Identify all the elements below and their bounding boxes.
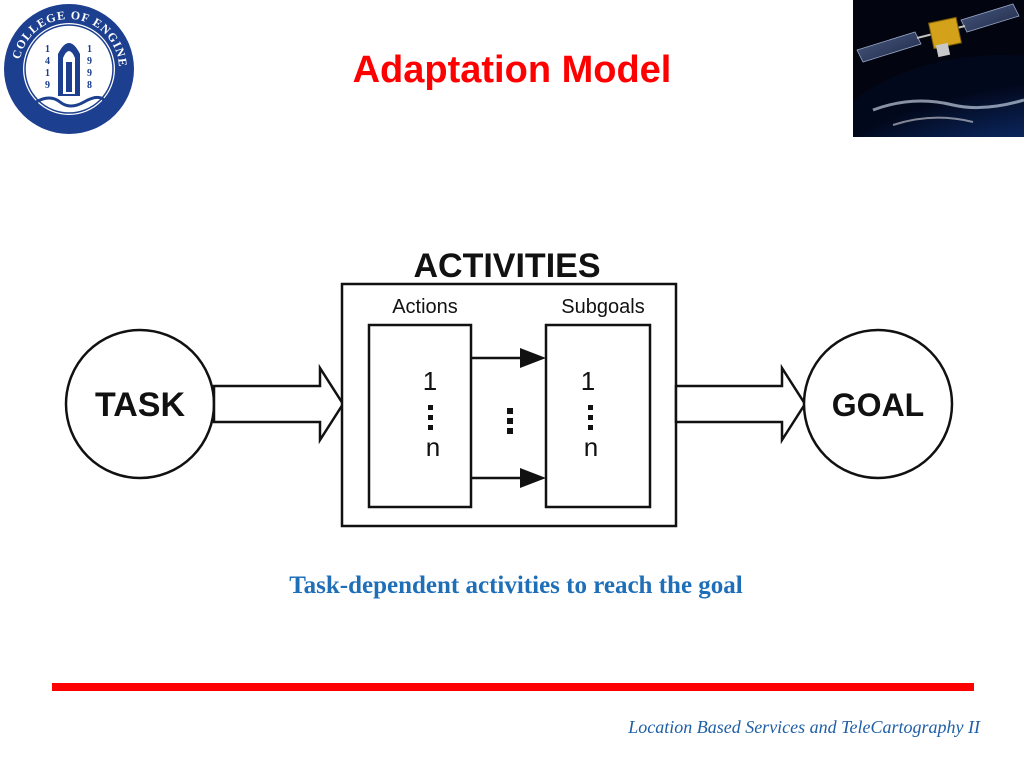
- actions-last-index: n: [426, 432, 440, 462]
- logo-year-left-digit: 1: [45, 68, 50, 79]
- goal-label: GOAL: [832, 387, 924, 423]
- action-to-subgoal-arrow: [471, 348, 546, 368]
- logo-year-right-digit: 1: [87, 44, 92, 55]
- subgoals-last-index: n: [584, 432, 598, 462]
- actions-box: [367, 323, 473, 509]
- logo-year-right-digit: 9: [87, 68, 92, 79]
- subgoals-vertical-ellipsis-icon: [588, 405, 593, 430]
- satellite-image: [853, 0, 1024, 137]
- adaptation-diagram: TASK ACTIVITIES Actions Subgoals 1 n 1 n: [64, 247, 954, 528]
- logo-year-left-digit: 4: [45, 56, 50, 67]
- task-to-activities-arrow: [212, 363, 345, 445]
- footer-divider: [52, 683, 974, 691]
- slide-title: Adaptation Model: [352, 49, 672, 91]
- satellite-icon: [856, 3, 1020, 63]
- logo-year-left-digit: 1: [45, 44, 50, 55]
- actions-first-index: 1: [423, 366, 437, 396]
- goal-circle: [802, 328, 954, 480]
- actions-label: Actions: [392, 296, 458, 318]
- middle-vertical-ellipsis-icon: [507, 408, 513, 434]
- subgoals-label: Subgoals: [561, 296, 644, 318]
- subgoals-box: [544, 323, 652, 509]
- logo-year-right-digit: 8: [87, 80, 92, 91]
- activities-to-goal-arrow: [674, 363, 807, 445]
- earth-icon: [853, 55, 1024, 137]
- actions-vertical-ellipsis-icon: [428, 405, 433, 430]
- action-to-subgoal-arrow: [471, 468, 546, 488]
- logo-calligraphy-icon: [35, 95, 106, 108]
- logo-year-right-digit: 9: [87, 56, 92, 67]
- footer-course-title: Location Based Services and TeleCartogra…: [628, 717, 980, 737]
- subgoals-first-index: 1: [581, 366, 595, 396]
- college-logo: COLLEGE OF ENGINEERING 1 4 1 9 1 9 9 8: [0, 2, 134, 134]
- diagram-caption: Task-dependent activities to reach the g…: [289, 572, 743, 599]
- task-label: TASK: [95, 386, 185, 424]
- activities-label: ACTIVITIES: [413, 247, 600, 285]
- logo-year-left-digit: 9: [45, 80, 50, 91]
